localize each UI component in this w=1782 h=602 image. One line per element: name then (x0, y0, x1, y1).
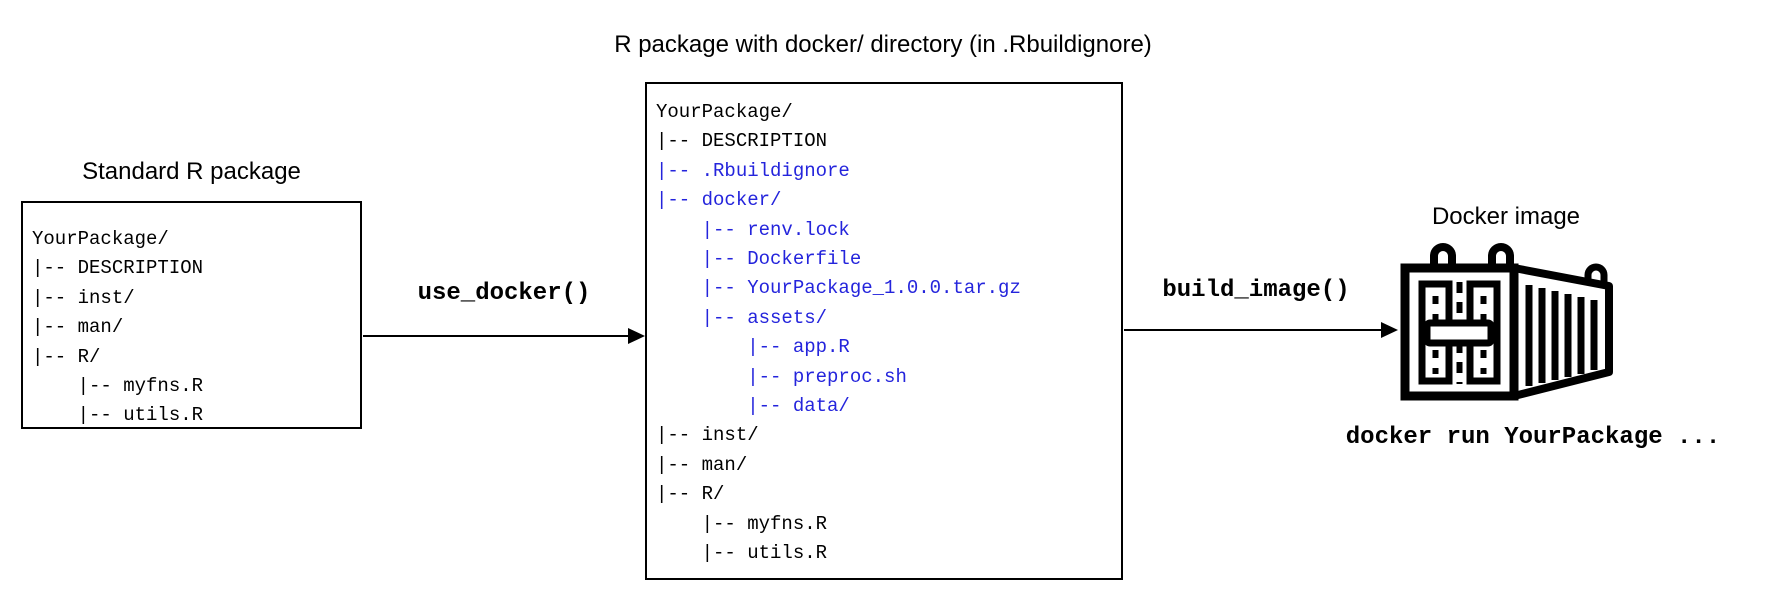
left-panel-title: Standard R package (82, 158, 301, 185)
tree-line: |-- man/ (656, 453, 748, 476)
tree-line: |-- docker/ (656, 189, 782, 212)
build-image-arrow-label: build_image() (1162, 277, 1350, 304)
use-docker-arrow-line (363, 335, 629, 337)
tree-line: |-- R/ (32, 345, 101, 368)
tree-line: |-- utils.R (32, 404, 204, 427)
tree-line: |-- DESCRIPTION (656, 130, 828, 153)
tree-line: |-- utils.R (656, 542, 828, 565)
docker-package-box: YourPackage/ |-- DESCRIPTION |-- .Rbuildig… (645, 82, 1123, 580)
tree-line: |-- myfns.R (656, 512, 828, 535)
use-docker-arrow-label: use_docker() (417, 280, 591, 307)
tree-line: |-- renv.lock (656, 218, 850, 241)
tree-line: |-- .Rbuildignore (656, 159, 850, 182)
tree-line: |-- assets/ (656, 306, 828, 329)
tree-line: |-- R/ (656, 483, 725, 506)
build-image-arrowhead-icon (1381, 322, 1398, 338)
tree-line: |-- man/ (32, 316, 124, 339)
shipping-container-icon (1400, 243, 1613, 401)
tree-line: YourPackage/ (656, 101, 793, 123)
tree-line: |-- Dockerfile (656, 248, 862, 271)
tree-line: YourPackage/ (32, 228, 169, 250)
tree-line: |-- DESCRIPTION (32, 257, 204, 280)
left-file-tree: YourPackage/ |-- DESCRIPTION |-- inst/ |-- … (23, 203, 360, 431)
tree-line: |-- inst/ (32, 286, 135, 309)
docker-run-caption: docker run YourPackage ... (1345, 424, 1721, 451)
middle-file-tree: YourPackage/ |-- DESCRIPTION |-- .Rbuildig… (647, 84, 1121, 569)
use-docker-arrowhead-icon (628, 328, 645, 344)
build-image-arrow-line (1124, 329, 1382, 331)
tree-line: |-- app.R (656, 336, 850, 359)
tree-line: |-- inst/ (656, 424, 759, 447)
tree-line: |-- YourPackage_1.0.0.tar.gz (656, 277, 1021, 300)
tree-line: |-- myfns.R (32, 375, 204, 398)
tree-line: |-- preproc.sh (656, 365, 907, 388)
tree-line: |-- data/ (656, 395, 850, 418)
standard-package-box: YourPackage/ |-- DESCRIPTION |-- inst/ |-- … (21, 201, 362, 429)
right-panel-title: Docker image (1431, 203, 1581, 230)
middle-panel-title: R package with docker/ directory (in .Rb… (614, 31, 1152, 58)
